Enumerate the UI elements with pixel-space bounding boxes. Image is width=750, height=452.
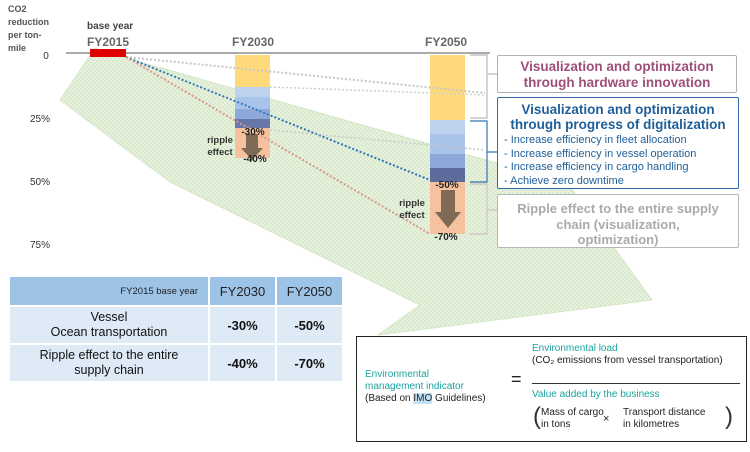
hardware-trend-line [125, 56, 486, 94]
fy2030-ripple-arrow [241, 134, 263, 160]
year-fy2030: FY2030 [232, 35, 274, 49]
term-cargo-mass: Mass of cargo in tons [541, 407, 604, 430]
yaxis-tick-25: 25% [30, 114, 50, 125]
list-item: - Achieve zero downtime [504, 174, 624, 187]
table-header-fy2050: FY2050 [276, 277, 344, 307]
ripple-box-line: Ripple effect to the entire supply [517, 201, 719, 216]
ripple-trend-line [125, 56, 431, 235]
reduction-table: FY2015 base year FY2030 FY2050 Vessel Oc… [10, 277, 344, 383]
digitalization-box-title: Visualization and optimization through p… [510, 102, 726, 132]
year-fy2050: FY2050 [425, 35, 467, 49]
digital-trend-line [125, 56, 431, 181]
list-item: - Increase efficiency in cargo handling [504, 161, 689, 173]
close-paren: ) [725, 403, 733, 430]
yaxis-title-line: reduction [8, 17, 49, 27]
fy2030-column [235, 55, 270, 160]
ripple-label-2050: effect [399, 210, 425, 221]
hardware-bracket [470, 54, 488, 119]
fy2050-column [430, 55, 465, 234]
hardware-box-line: Visualization and optimization [520, 59, 714, 74]
trend-arrow-background [59, 47, 653, 336]
imo-highlight: IMO [413, 393, 433, 404]
table-row-label: Ripple effect to the entire supply chain [10, 344, 210, 383]
hardware-box-line: through hardware innovation [523, 75, 711, 90]
fy2050-digital-value: -50% [435, 180, 458, 191]
yaxis-tick-50: 50% [30, 177, 50, 188]
digitalization-box: Visualization and optimization through p… [497, 97, 739, 189]
yaxis-title-line: per ton- [8, 30, 42, 40]
ripple-label-2050: ripple [399, 198, 425, 209]
table-header-row: FY2015 base year FY2030 FY2050 [10, 277, 344, 307]
yaxis-tick-75: 75% [30, 240, 50, 251]
digitalization-list: - Increase efficiency in fleet allocatio… [504, 134, 738, 188]
fy2030-digital-value: -30% [241, 127, 264, 138]
fy2050-ripple-value: -70% [434, 232, 457, 243]
table-header-fy2030: FY2030 [209, 277, 277, 307]
table-row: Ripple effect to the entire supply chain… [10, 344, 344, 383]
table-cell-fy2050: -70% [276, 344, 344, 383]
ripple-bracket [470, 183, 488, 235]
table-row-label: Vessel Ocean transportation [10, 306, 210, 345]
table-cell-fy2050: -50% [276, 306, 344, 345]
indicator-label: Environmental management indicator (Base… [365, 369, 505, 405]
fy2030-ripple-value: -40% [243, 154, 266, 165]
yaxis-tick-0: 0 [43, 51, 49, 62]
ripple-label-2030: effect [207, 147, 233, 158]
ripple-box-line: optimization) [577, 232, 659, 247]
yaxis-title-line: mile [8, 43, 26, 53]
base-year-label: base year [87, 21, 133, 32]
fy2050-ripple-arrow [435, 190, 461, 228]
ripple-box-line: chain (visualization, [556, 216, 680, 232]
table-header-base: FY2015 base year [10, 277, 210, 307]
yaxis-title-line: CO2 [8, 4, 27, 14]
equals-sign: = [511, 369, 522, 389]
open-paren: ( [533, 403, 541, 430]
year-fy2015: FY2015 [87, 35, 129, 49]
ripple-label-2030: ripple [207, 135, 233, 146]
indicator-basis: (Based on IMO Guidelines) [365, 393, 486, 404]
list-item: - Increase efficiency in vessel operatio… [504, 147, 697, 160]
fraction-line [532, 383, 740, 384]
ripple-effect-box: Ripple effect to the entire supply chain… [497, 194, 739, 248]
formula-denominator-title: Value added by the business [532, 389, 660, 400]
base-year-bar [90, 49, 126, 57]
formula-numerator: Environmental load (CO₂ emissions from v… [532, 343, 723, 366]
table-cell-fy2030: -40% [209, 344, 277, 383]
times-sign: × [603, 413, 610, 425]
table-cell-fy2030: -30% [209, 306, 277, 345]
table-row: Vessel Ocean transportation -30% -50% [10, 306, 344, 345]
list-item: - Increase efficiency in fleet allocatio… [504, 134, 687, 146]
indicator-formula-box: Environmental management indicator (Base… [356, 336, 747, 442]
hardware-innovation-box: Visualization and optimization through h… [497, 55, 737, 93]
term-distance: Transport distance in kilometres [623, 407, 706, 430]
